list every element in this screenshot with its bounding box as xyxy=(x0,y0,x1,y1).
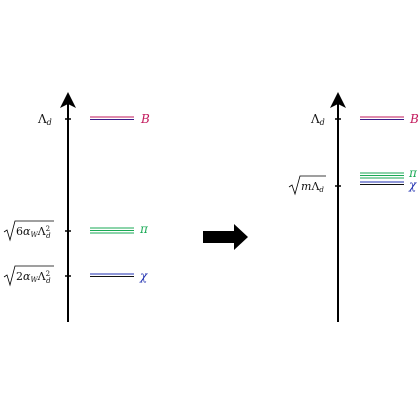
right-level-pi xyxy=(360,172,404,179)
left-label-lambda: Λd xyxy=(37,112,52,127)
right-label-B: B xyxy=(409,112,419,126)
left-level-chi xyxy=(90,273,134,277)
right-label-sqrtm: mΛd xyxy=(288,175,326,196)
left-label-pi: π xyxy=(139,222,149,236)
left-level-B xyxy=(90,116,134,120)
right-label-lambda: Λd xyxy=(310,112,325,127)
right-level-B xyxy=(360,116,404,120)
left-label-B: B xyxy=(140,112,150,126)
right-panel: Λd mΛd B π χ xyxy=(288,92,419,322)
right-level-chi xyxy=(360,181,404,185)
svg-text:mΛd: mΛd xyxy=(301,180,324,194)
left-level-pi xyxy=(90,227,134,234)
right-label-pi: π xyxy=(408,166,418,180)
right-label-chi: χ xyxy=(408,178,417,192)
left-label-chi: χ xyxy=(139,269,148,283)
right-arrow-icon xyxy=(203,224,248,250)
